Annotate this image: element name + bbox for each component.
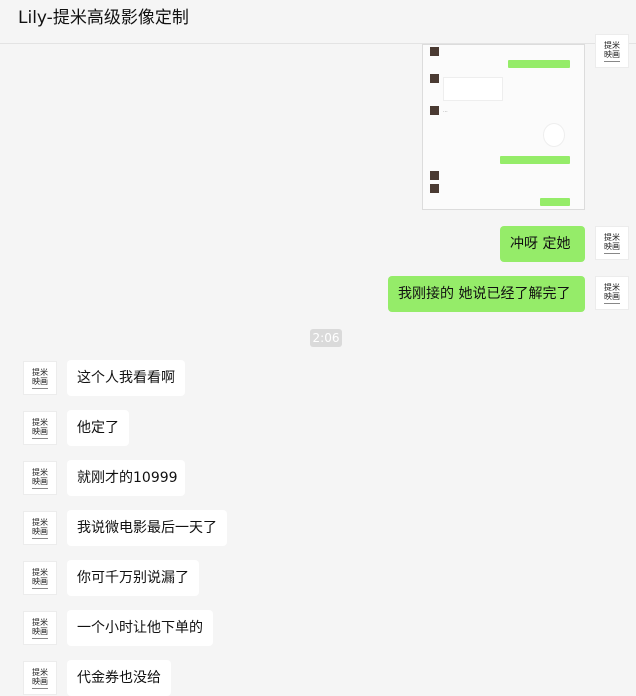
mini-bubble (540, 198, 570, 206)
message-bubble-sent[interactable]: 我刚接的 她说已经了解完了 (388, 276, 585, 312)
mini-card (443, 77, 503, 101)
mini-avatar (430, 171, 439, 180)
avatar[interactable]: 提米 映画 (23, 661, 57, 695)
avatar[interactable]: 提米 映画 (595, 226, 629, 260)
avatar[interactable]: 提米 映画 (23, 461, 57, 495)
message-bubble-received[interactable]: 一个小时让他下单的 (67, 610, 213, 646)
message-bubble-received[interactable]: 他定了 (67, 410, 129, 446)
time-divider: 2:06 (310, 329, 342, 347)
message-bubble-received[interactable]: 代金券也没给 (67, 660, 171, 696)
mini-avatar (430, 74, 439, 83)
chat-header: Lily-提米高级影像定制 (0, 0, 636, 44)
mini-avatar (430, 106, 439, 115)
message-bubble-received[interactable]: 这个人我看看啊 (67, 360, 185, 396)
avatar[interactable]: 提米 映画 (23, 611, 57, 645)
avatar[interactable]: 提米 映画 (23, 561, 57, 595)
chat-title: Lily-提米高级影像定制 (18, 8, 189, 28)
mini-bubble (500, 156, 570, 164)
message-bubble-received[interactable]: 你可千万别说漏了 (67, 560, 199, 596)
message-bubble-received[interactable]: 我说微电影最后一天了 (67, 510, 227, 546)
mini-avatar (430, 184, 439, 193)
message-bubble-sent[interactable]: 冲呀 定她 (500, 226, 585, 262)
avatar[interactable]: 提米 映画 (595, 34, 629, 68)
message-bubble-received[interactable]: 就刚才的10999 (67, 460, 185, 496)
avatar[interactable]: 提米 映画 (595, 276, 629, 310)
mini-sticker (543, 123, 565, 147)
image-message-thumbnail[interactable]: ... (422, 44, 585, 210)
mini-avatar (430, 47, 439, 56)
avatar[interactable]: 提米 映画 (23, 361, 57, 395)
avatar[interactable]: 提米 映画 (23, 511, 57, 545)
mini-bubble (508, 60, 570, 68)
avatar[interactable]: 提米 映画 (23, 411, 57, 445)
mini-text: ... (443, 108, 448, 114)
